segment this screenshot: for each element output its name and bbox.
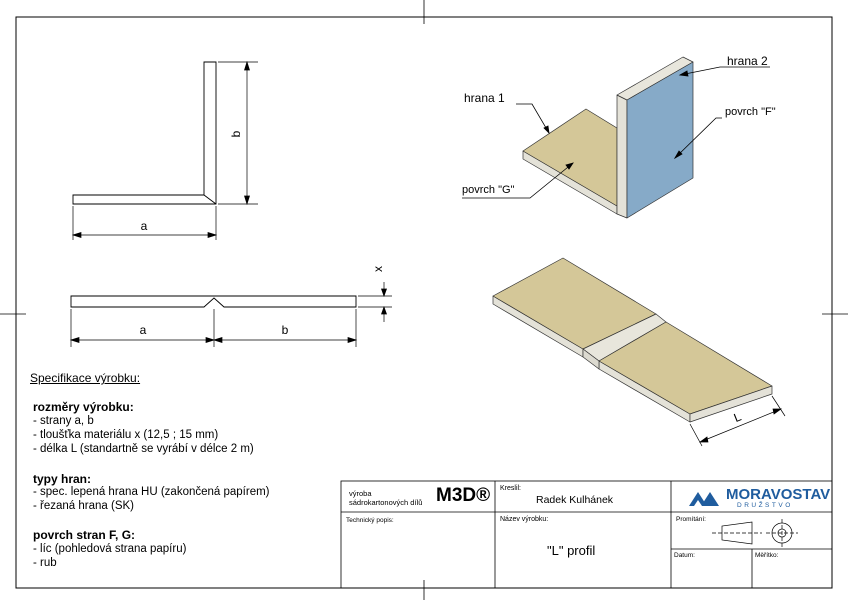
nazev-label: Název výrobku: bbox=[500, 516, 549, 523]
company-sub: DRUŽSTVO bbox=[737, 502, 793, 509]
unfolded-board-3d-view bbox=[492, 257, 773, 423]
dimension-x-label: x bbox=[371, 266, 385, 272]
l-profile-3d-leaders bbox=[462, 66, 770, 199]
spec-heading: Specifikace výrobku: bbox=[30, 371, 141, 385]
vyroba-label: výroba bbox=[349, 489, 372, 498]
title-block bbox=[340, 480, 833, 589]
vyroba-sub-label: sádrokartonových dílů bbox=[349, 498, 423, 507]
moravostav-logo-icon bbox=[689, 492, 719, 506]
dimension-a-horizontal bbox=[71, 206, 218, 240]
spec-item: - tloušťka materiálu x (12,5 ; 15 mm) bbox=[33, 429, 219, 441]
spec-item: - spec. lepená hrana HU (zakončená papír… bbox=[33, 486, 270, 498]
povrch-g-label: povrch "G" bbox=[462, 184, 515, 196]
dimension-L bbox=[689, 395, 786, 447]
spec-section-title: povrch stran F, G: bbox=[33, 528, 136, 542]
spec-section-title: typy hran: bbox=[33, 472, 92, 486]
dimension-a-unfolded-label: a bbox=[140, 323, 147, 337]
dimension-b-vertical bbox=[218, 60, 258, 206]
dimension-x-thickness bbox=[358, 282, 392, 322]
company-name: MORAVOSTAV bbox=[726, 486, 831, 503]
dimension-b-label: b bbox=[229, 130, 243, 137]
kreslil-value: Radek Kulhánek bbox=[536, 494, 614, 506]
l-profile-2d-view bbox=[72, 61, 217, 205]
spec-item: - strany a, b bbox=[33, 415, 94, 427]
promitani-label: Promítání: bbox=[676, 516, 706, 523]
kreslil-label: Kreslil: bbox=[500, 485, 522, 492]
datum-label: Datum: bbox=[674, 552, 695, 559]
brand-m3d: M3D® bbox=[436, 485, 491, 506]
dimension-a-b-unfolded bbox=[69, 309, 358, 347]
spec-section-title: rozměry výrobku: bbox=[33, 400, 134, 414]
spec-item: - rub bbox=[33, 557, 57, 569]
l-profile-3d-view bbox=[522, 56, 694, 219]
unfolded-board-2d-view bbox=[70, 295, 357, 308]
dimension-L-label: L bbox=[732, 409, 744, 425]
povrch-f-label: povrch "F" bbox=[725, 106, 776, 118]
nazev-value: "L" profil bbox=[547, 543, 596, 558]
spec-item: - líc (pohledová strana papíru) bbox=[33, 543, 187, 555]
tech-popis-label: Technický popis: bbox=[346, 517, 394, 524]
projection-symbol-icon bbox=[712, 519, 798, 547]
hrana-1-label: hrana 1 bbox=[464, 91, 505, 105]
meritko-label: Měřítko: bbox=[755, 552, 779, 559]
spec-item: - délka L (standartně se vyrábí v délce … bbox=[33, 443, 254, 455]
spec-item: - řezaná hrana (SK) bbox=[33, 500, 134, 512]
hrana-2-label: hrana 2 bbox=[727, 54, 768, 68]
dimension-b-unfolded-label: b bbox=[282, 323, 289, 337]
dimension-a-label: a bbox=[141, 219, 148, 233]
